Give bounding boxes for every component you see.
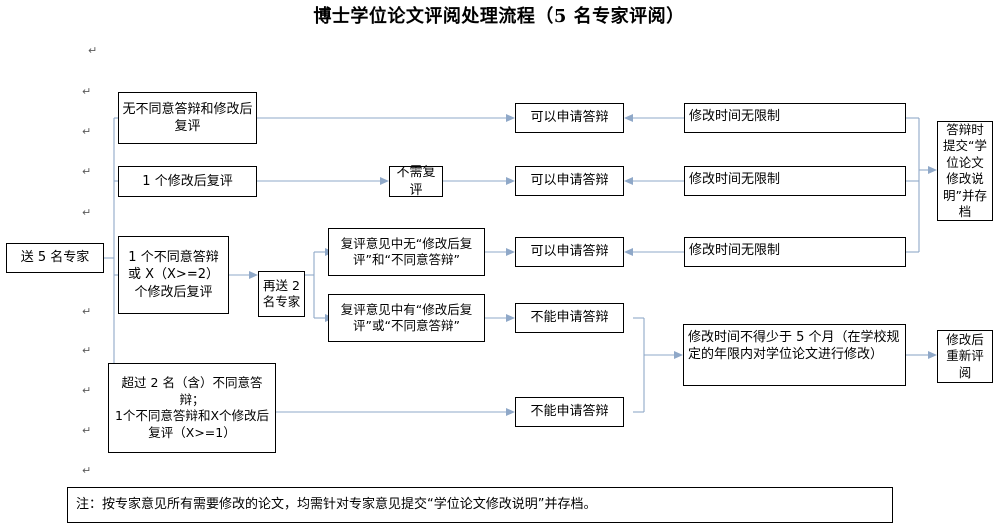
page-title: 博士学位论文评阅处理流程（5 名专家评阅） xyxy=(313,6,685,27)
node-label: 复评意见中有“修改后复评”或“不同意答辩” xyxy=(340,301,473,334)
node-label: 修改时间无限制 xyxy=(689,109,781,124)
node-label: 1 个修改后复评 xyxy=(142,173,233,189)
node-no-time-limit-3[interactable]: 修改时间无限制 xyxy=(684,237,906,267)
node-label: 不需复评 xyxy=(396,165,436,198)
node-no-time-limit-1[interactable]: 修改时间无限制 xyxy=(684,103,906,133)
footnote-box: 注：按专家意见所有需要修改的论文，均需针对专家意见提交“学位论文修改说明”并存档… xyxy=(67,487,893,523)
node-re-review-after-revision[interactable]: 修改后重新评阅 xyxy=(937,330,993,383)
node-may-apply-defense-1[interactable]: 可以申请答辩 xyxy=(515,103,624,133)
node-no-time-limit-2[interactable]: 修改时间无限制 xyxy=(684,166,906,196)
node-reeval-opinion-without[interactable]: 复评意见中无“修改后复评”和“不同意答辩” xyxy=(328,228,485,276)
paragraph-mark: ↵ xyxy=(82,305,92,318)
node-label: 不能申请答辩 xyxy=(530,404,609,420)
node-may-apply-defense-3[interactable]: 可以申请答辩 xyxy=(515,237,624,267)
node-reeval-opinion-with[interactable]: 复评意见中有“修改后复评”或“不同意答辩” xyxy=(328,294,485,342)
node-no-disagreement[interactable]: 无不同意答辩和修改后复评 xyxy=(118,92,257,144)
node-label: 修改时间不得少于 5 个月（在学校规定的年限内对学位论文进行修改） xyxy=(688,330,900,363)
node-label: 修改后重新评阅 xyxy=(946,331,984,380)
paragraph-mark: ↵ xyxy=(82,424,92,437)
node-label: 可以申请答辩 xyxy=(530,110,609,126)
paragraph-mark: ↵ xyxy=(82,384,92,397)
node-submit-revision-statement[interactable]: 答辩时提交“学位论文修改说明”并存档 xyxy=(937,121,993,221)
node-label: 送 5 名专家 xyxy=(20,250,90,266)
node-label: 超过 2 名（含）不同意答辩； 1个不同意答辩和X个修改后复评（X>=1） xyxy=(114,375,270,440)
node-label: 无不同意答辩和修改后复评 xyxy=(122,101,253,134)
paragraph-mark: ↵ xyxy=(82,464,92,477)
node-resend-two-experts[interactable]: 再送 2 名专家 xyxy=(258,271,305,317)
footnote-label: 注：按专家意见所有需要修改的论文，均需针对专家意见提交“学位论文修改说明”并存档… xyxy=(76,497,597,513)
node-revise-at-least-five-months[interactable]: 修改时间不得少于 5 个月（在学校规定的年限内对学位论文进行修改） xyxy=(683,324,906,386)
node-one-revise-then-review[interactable]: 1 个修改后复评 xyxy=(118,166,257,197)
node-label: 修改时间无限制 xyxy=(689,243,781,258)
node-label: 可以申请答辩 xyxy=(530,173,609,189)
node-over-two-disagree[interactable]: 超过 2 名（含）不同意答辩； 1个不同意答辩和X个修改后复评（X>=1） xyxy=(108,363,276,453)
node-label: 答辩时提交“学位论文修改说明”并存档 xyxy=(943,121,987,220)
paragraph-mark: ↵ xyxy=(82,165,92,178)
node-may-apply-defense-2[interactable]: 可以申请答辩 xyxy=(515,166,624,196)
paragraph-mark: ↵ xyxy=(88,44,98,57)
node-label: 再送 2 名专家 xyxy=(262,277,301,310)
paragraph-mark: ↵ xyxy=(82,206,92,219)
node-label: 修改时间无限制 xyxy=(689,172,781,187)
node-label: 1 个不同意答辩或 X（X>=2）个修改后复评 xyxy=(127,250,219,300)
node-cannot-apply-defense-1[interactable]: 不能申请答辩 xyxy=(515,303,624,333)
node-cannot-apply-defense-2[interactable]: 不能申请答辩 xyxy=(515,397,624,427)
node-label: 复评意见中无“修改后复评”和“不同意答辩” xyxy=(340,235,473,268)
paragraph-mark: ↵ xyxy=(82,85,92,98)
node-label: 可以申请答辩 xyxy=(530,244,609,260)
node-no-review-needed[interactable]: 不需复评 xyxy=(389,165,443,198)
node-one-disagree-or-x-revise[interactable]: 1 个不同意答辩或 X（X>=2）个修改后复评 xyxy=(118,236,229,314)
node-label: 不能申请答辩 xyxy=(530,310,609,326)
paragraph-mark: ↵ xyxy=(82,125,92,138)
node-send-five-experts[interactable]: 送 5 名专家 xyxy=(6,243,104,273)
paragraph-mark: ↵ xyxy=(82,344,92,357)
